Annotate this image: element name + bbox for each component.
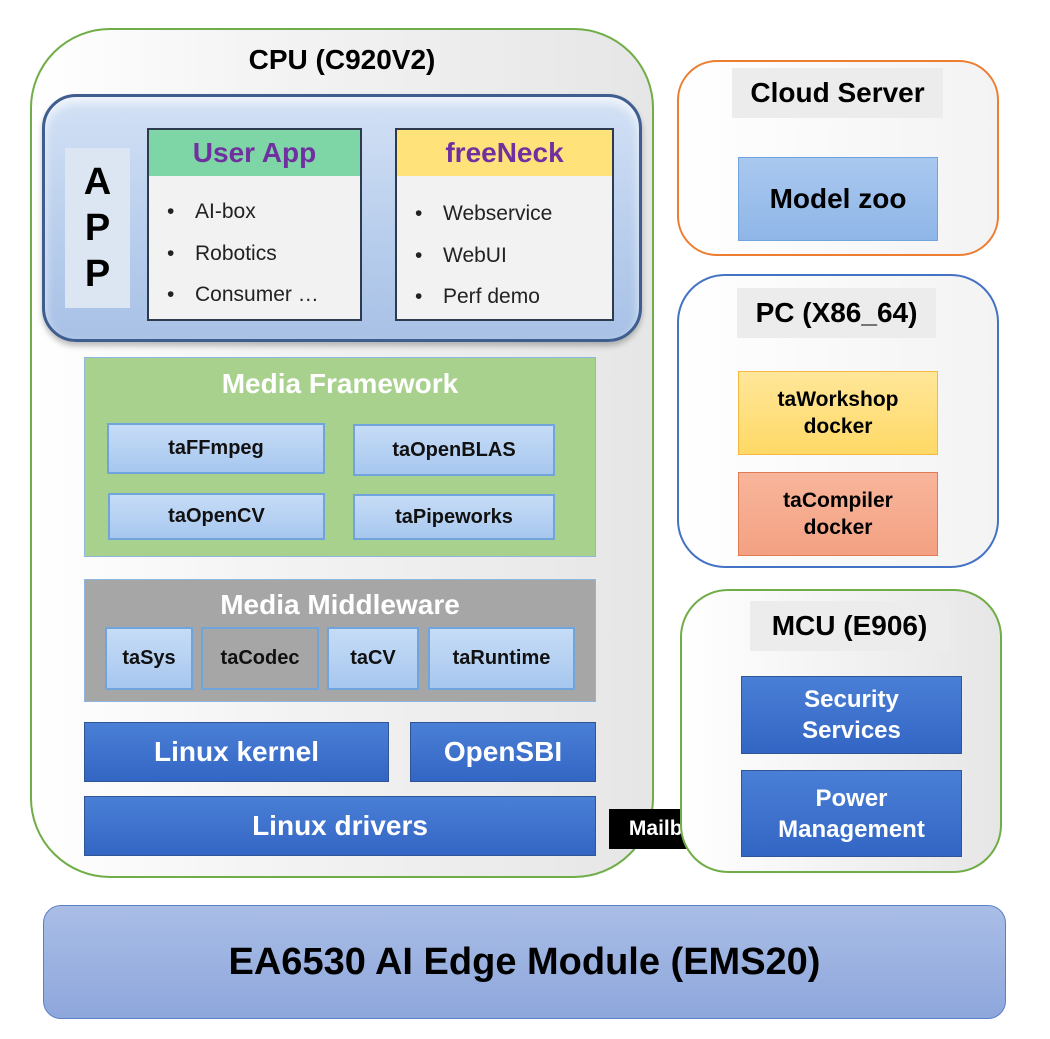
taworkshop-line: docker [803, 415, 873, 438]
tasys-block: taSys [105, 627, 193, 690]
app-letter: P [84, 207, 111, 249]
model-zoo-block: Model zoo [738, 157, 938, 241]
taworkshop-docker-block: taWorkshop docker [738, 371, 938, 455]
taffmpeg-block: taFFmpeg [107, 423, 325, 474]
app-label: A P P [65, 148, 130, 308]
pc-title: PC (X86_64) [737, 288, 936, 338]
power-line: Power [815, 784, 888, 812]
taworkshop-line: taWorkshop [777, 388, 899, 411]
user-app-card: User App AI-box Robotics Consumer … [147, 128, 362, 321]
taopenblas-block: taOpenBLAS [353, 424, 555, 476]
tacompiler-line: docker [803, 516, 873, 539]
user-app-title: User App [149, 130, 360, 176]
tacv-block: taCV [327, 627, 419, 690]
linux-drivers-block: Linux drivers [84, 796, 596, 856]
security-services-block: Security Services [741, 676, 962, 754]
freeneck-title: freeNeck [397, 130, 612, 176]
tapipeworks-block: taPipeworks [353, 494, 555, 540]
tacodec-block: taCodec [201, 627, 319, 690]
security-line: Services [802, 717, 901, 744]
freeneck-card: freeNeck Webservice WebUI Perf demo [395, 128, 614, 321]
mcu-title: MCU (E906) [750, 601, 949, 651]
taopencv-block: taOpenCV [108, 493, 325, 540]
power-line: Management [778, 815, 925, 843]
app-letter: A [83, 161, 112, 203]
opensbi-block: OpenSBI [410, 722, 596, 782]
taruntime-block: taRuntime [428, 627, 575, 690]
app-letter: P [84, 253, 111, 295]
ai-edge-module-bar: EA6530 AI Edge Module (EMS20) [43, 905, 1006, 1019]
tacompiler-line: taCompiler [783, 489, 893, 512]
tacompiler-docker-block: taCompiler docker [738, 472, 938, 556]
media-framework-title: Media Framework [221, 368, 459, 399]
media-middleware-title: Media Middleware [220, 589, 460, 620]
cpu-title: CPU (C920V2) [248, 44, 436, 75]
cloud-server-title: Cloud Server [732, 68, 943, 118]
linux-kernel-block: Linux kernel [84, 722, 389, 782]
power-management-block: Power Management [741, 770, 962, 857]
security-line: Security [804, 686, 899, 713]
